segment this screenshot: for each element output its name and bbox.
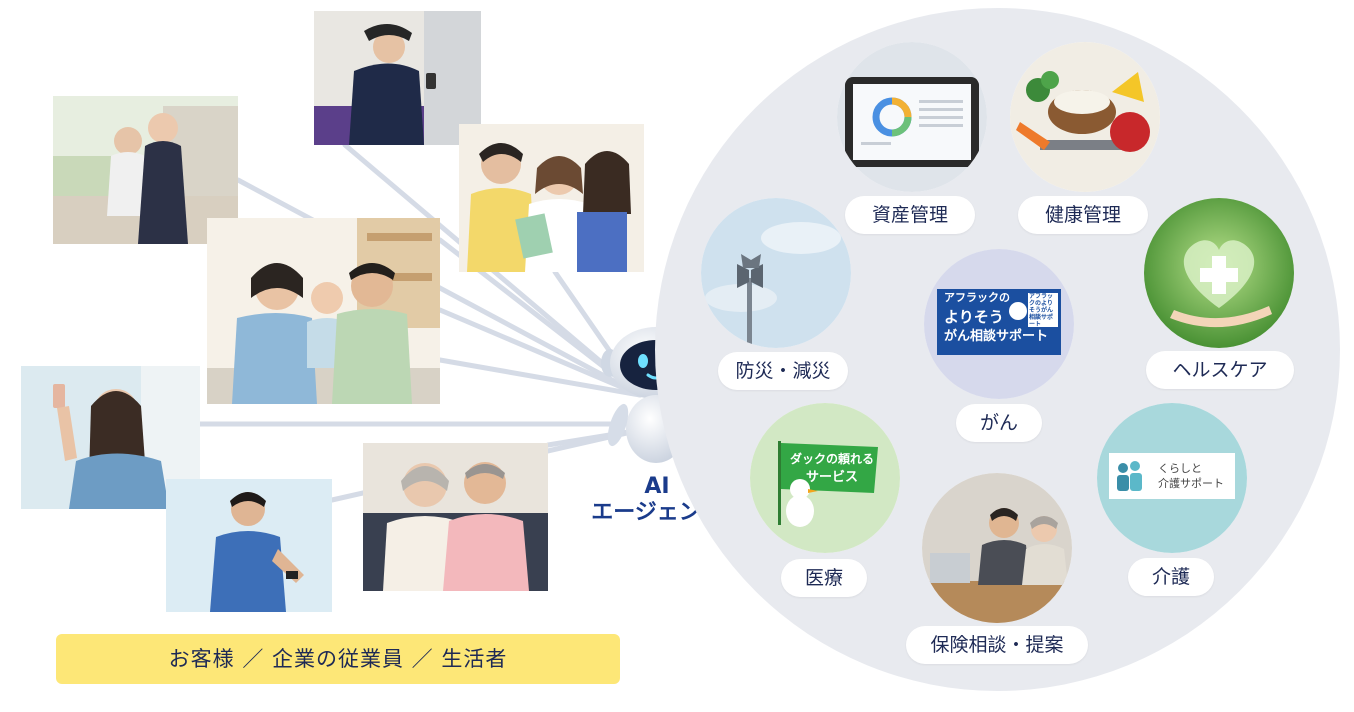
service-asset-image	[837, 42, 987, 192]
photo-young-friends	[459, 124, 644, 272]
service-consult-image	[922, 473, 1072, 623]
care-card-line1: くらしと	[1158, 462, 1202, 475]
service-medical-label[interactable]: 医療	[781, 559, 867, 597]
service-disaster-label[interactable]: 防災・減災	[718, 352, 848, 390]
service-medical-image	[750, 403, 900, 553]
cancer-card-badge: アフラックのよりそうがん相談サポート	[1029, 293, 1054, 328]
photo-mother-child	[53, 96, 238, 244]
service-consult-label[interactable]: 保険相談・提案	[906, 626, 1088, 664]
medical-card-line2: サービス	[806, 470, 859, 485]
photo-businessman	[314, 11, 481, 145]
service-healthcare-label[interactable]: ヘルスケア	[1146, 351, 1294, 389]
service-cancer-image	[924, 249, 1074, 399]
photo-senior-couple	[363, 443, 548, 591]
cancer-card-title: よりそう	[944, 308, 1004, 326]
cancer-card-sub: がん相談サポート	[944, 329, 1049, 344]
audience-label: お客様 ／ 企業の従業員 ／ 生活者	[56, 634, 620, 684]
ai-agent-line1: AI	[644, 474, 670, 499]
service-asset-label[interactable]: 資産管理	[845, 196, 975, 234]
service-disaster-image	[701, 198, 851, 348]
care-card-line2: 介護サポート	[1158, 477, 1224, 490]
medical-card-line1: ダックの頼れる	[790, 452, 875, 466]
service-health-label[interactable]: 健康管理	[1018, 196, 1148, 234]
service-care-image	[1097, 403, 1247, 553]
service-healthcare-image	[1144, 198, 1294, 348]
service-cancer-label[interactable]: がん	[956, 404, 1042, 442]
photo-runner	[166, 479, 332, 612]
service-care-label[interactable]: 介護	[1128, 558, 1214, 596]
photo-family	[207, 218, 440, 404]
cancer-card-brand: アフラックの	[944, 291, 1010, 304]
service-health-image	[1010, 42, 1160, 192]
